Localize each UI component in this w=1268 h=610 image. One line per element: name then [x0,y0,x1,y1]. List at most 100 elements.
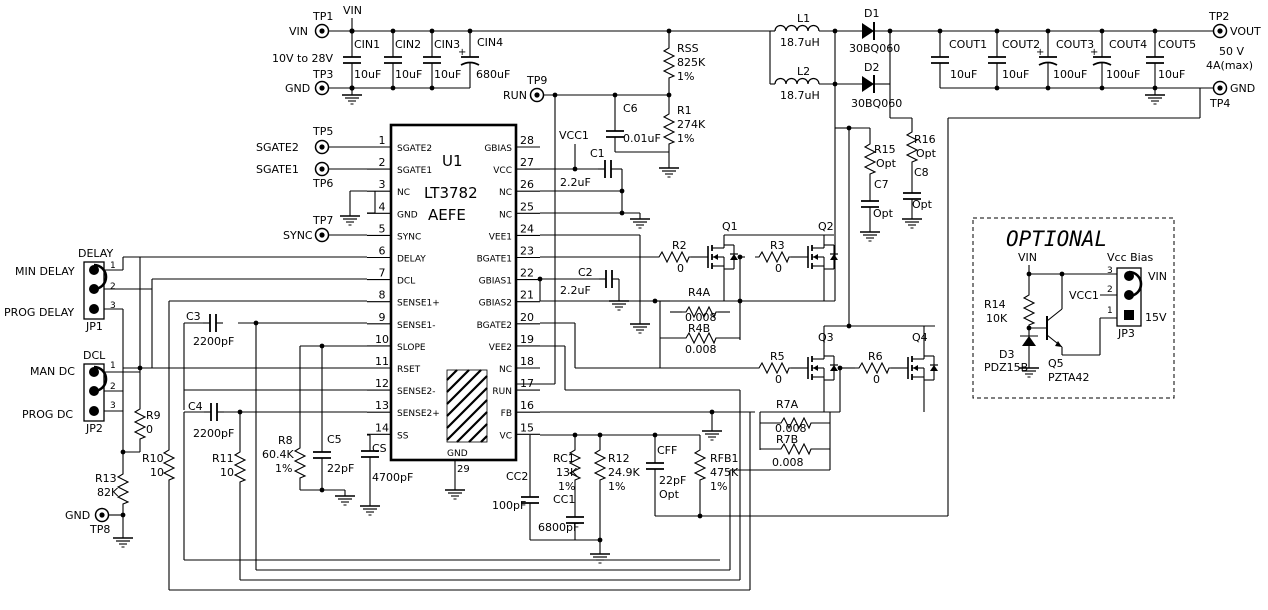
cout1-ref: COUT1 [949,38,987,51]
tp3-testpoint[interactable] [314,80,330,96]
c7-ref: C7 [874,178,889,191]
r16-ref: R16 [914,133,936,146]
ic-pin-number: 2 [379,156,386,169]
cc1-value: 6800pF [538,521,579,534]
ic-gnd-pin: 29 [457,464,470,475]
c1-ref: C1 [590,147,605,160]
ic-pin-number: 27 [520,156,534,169]
l2-inductor [774,77,820,85]
q1-mosfet [695,238,739,276]
input-section: TP1 VIN VIN 10V to 28V TP3 GND CIN1 10uF… [272,4,770,105]
l2-ref: L2 [797,65,810,78]
r7-sense: R7A 0.008 R7B 0.008 [575,398,840,590]
r12-ref: R12 [608,452,630,465]
jp3-pin2[interactable] [1124,290,1134,300]
jp3-ref: JP3 [1117,327,1135,340]
gnd-in-label: GND [285,82,310,95]
ic-pin-name: SGATE2 [397,144,432,154]
sync-label: SYNC [283,229,313,242]
cc2-ref: CC2 [506,470,528,483]
slope-network: R8 60.4K 1% C5 22pF CS 4700pF [262,346,413,516]
c3-capacitor: C3 2200pF [183,310,234,390]
jp1-ref: JP1 [85,320,103,333]
ic-gnd-label: GND [447,449,468,459]
r12-tol: 1% [608,480,625,493]
gbias-decoupling: C2 2.2uF [537,266,630,311]
jp3-vin-label: VIN [1148,270,1167,283]
ic-pin-number: 8 [379,289,386,302]
q5-value: PZTA42 [1048,371,1090,384]
left-pin-nets: TP5 SGATE2 TP6 SGATE1 TP7 SYNC [123,125,376,446]
tp2-testpoint[interactable] [1212,23,1228,39]
tp1-testpoint[interactable] [314,23,330,39]
rc1-tol: 1% [558,480,575,493]
jp1-pin1[interactable] [89,265,99,275]
tp8-testpoint[interactable] [94,507,110,523]
ic-pin-name: FB [501,409,512,419]
ic-pin-name: VEE1 [489,232,512,242]
q4-ref: Q4 [912,331,928,344]
r15-value: Opt [876,157,897,170]
jp1-pin2[interactable] [89,284,99,294]
l1-value: 18.7uH [780,36,820,49]
r7b-value: 0.008 [772,456,804,469]
r8-ref: R8 [278,434,293,447]
sgate1-label: SGATE1 [256,163,299,176]
tp5-testpoint[interactable] [314,139,330,155]
cin2-ref: CIN2 [395,38,421,51]
jumper-jp1: DELAY 1 2 3 JP1 MIN DELAY PROG DELAY [4,247,152,394]
jp2-pin3[interactable] [89,406,99,416]
optional-vin-label: VIN [1018,251,1037,264]
ic-pin-name: SENSE2- [397,387,436,397]
cout4-ref: COUT4 [1109,38,1147,51]
jp3-pin3[interactable] [1124,271,1134,281]
d3-value: PDZ15B [984,361,1028,374]
ic-pin-name: SLOPE [397,343,426,353]
ic-pin-number: 12 [375,377,389,390]
cc2-value: 100pF [492,499,526,512]
c5-value: 22pF [327,462,354,475]
cs-value: 4700pF [372,471,413,484]
run-label: RUN [503,89,527,102]
cc1-ref: CC1 [553,493,575,506]
tp3-label: TP3 [312,68,333,81]
jp1-pin3[interactable] [89,304,99,314]
jp3-pin1[interactable] [1124,310,1134,320]
cs-ref: CS [372,442,387,455]
jp2-pin2-num: 2 [110,382,116,392]
tp4-testpoint[interactable] [1212,80,1228,96]
vout-spec-current: 4A(max) [1206,59,1253,72]
c5-ref: C5 [327,433,342,446]
rfb1-ref: RFB1 [710,452,739,465]
cout4-value: 100uF [1106,68,1140,81]
ic-pin-name: DELAY [397,255,426,265]
rfb1-tol: 1% [710,480,727,493]
tp9-testpoint[interactable] [529,87,545,103]
r11-ref: R11 [212,452,234,465]
power-stage: L1 18.7uH L2 18.7uH D1 30BQ060 D2 30BQ06… [769,7,1261,242]
ic-pin-number: 26 [520,178,534,191]
optional-title: OPTIONAL [1006,227,1107,251]
c8-value: Opt [912,198,933,211]
tp6-testpoint[interactable] [314,161,330,177]
ic-pin-number: 20 [520,311,534,324]
c1-value: 2.2uF [560,176,591,189]
cout5-ref: COUT5 [1158,38,1196,51]
ic-part: LT3782 [424,184,478,202]
ic-pin-name: SENSE1- [397,321,436,331]
r2-value: 0 [677,262,684,275]
jp2-pin2[interactable] [89,386,99,396]
cout5-value: 10uF [1158,68,1185,81]
r10-value: 10 [150,466,164,479]
tp7-testpoint[interactable] [314,227,330,243]
ic-pin-number: 3 [379,178,386,191]
l2-value: 18.7uH [780,89,820,102]
r6-ref: R6 [868,350,883,363]
ic-pin-number: 15 [520,421,534,434]
r4a-ref: R4A [688,286,711,299]
tp7-label: TP7 [312,214,333,227]
cout3-value: 100uF [1053,68,1087,81]
cout1-value: 10uF [950,68,977,81]
jp2-pin1[interactable] [89,367,99,377]
